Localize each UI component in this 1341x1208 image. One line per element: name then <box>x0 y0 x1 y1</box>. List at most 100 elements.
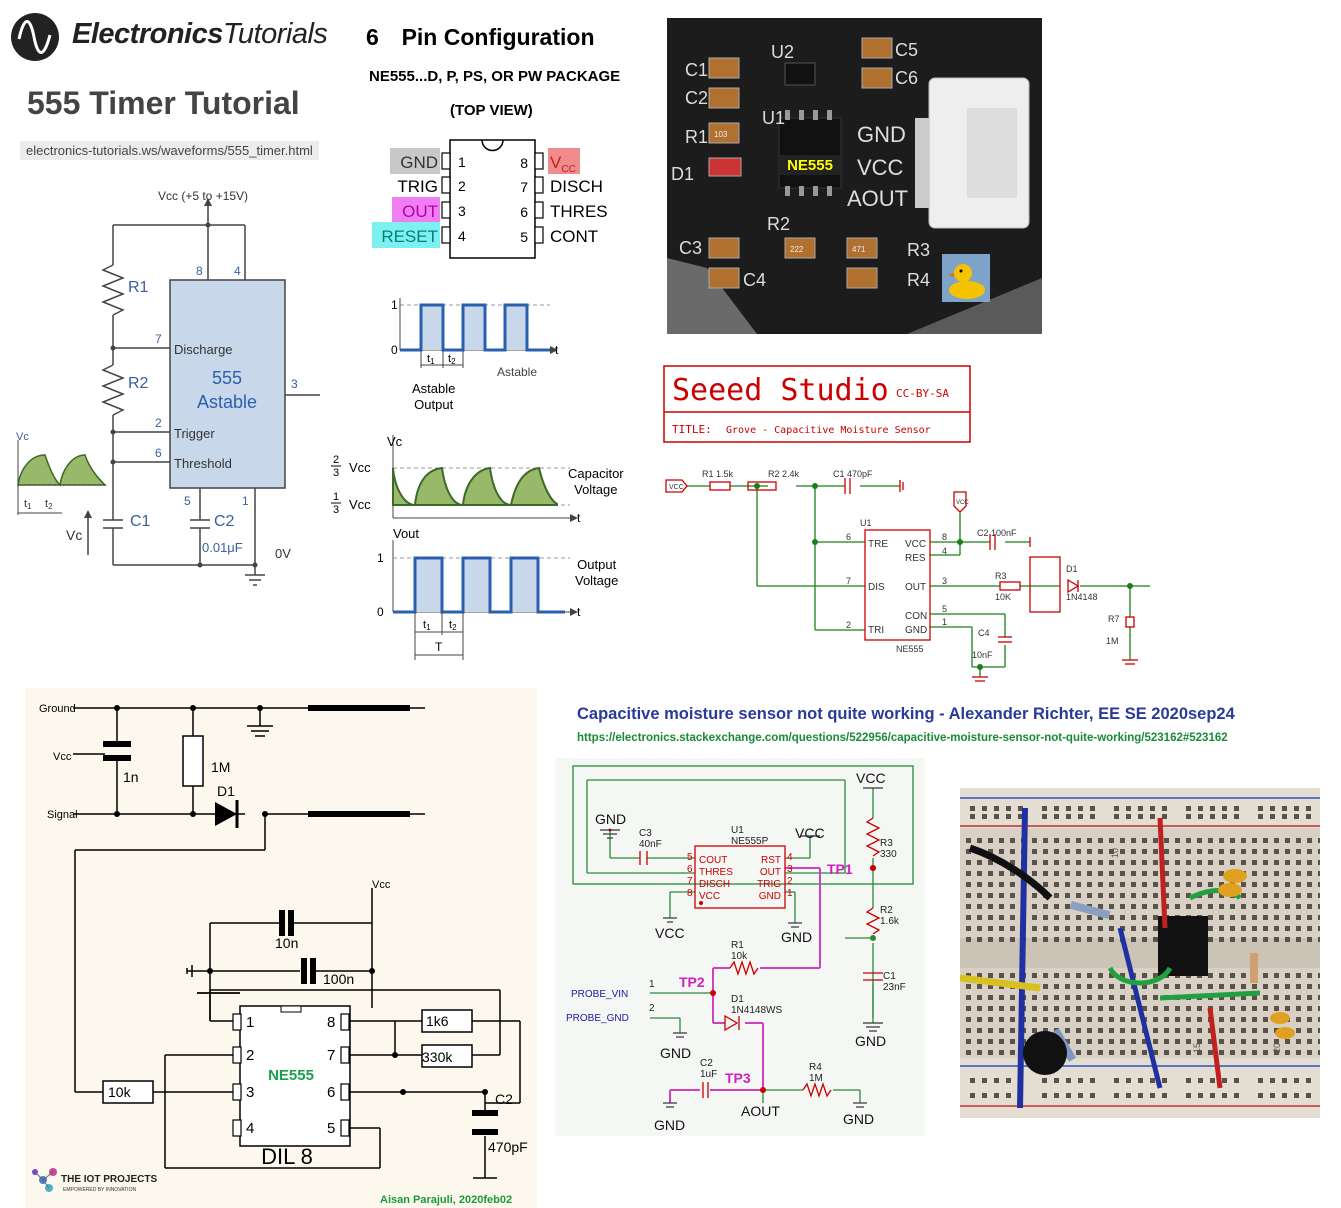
pin-3: 3 <box>291 377 298 391</box>
svg-text:t2: t2 <box>449 619 457 632</box>
stackexchange-url[interactable]: https://electronics.stackexchange.com/qu… <box>577 732 1228 744</box>
t1-sub: 1 <box>27 502 32 511</box>
pinout-diagram: GND TRIG OUT RESET 1 2 3 4 8 7 6 5 VCC D… <box>372 139 608 259</box>
astable-t2: t <box>448 353 451 365</box>
se-pin-cout: COUT <box>699 855 727 866</box>
label-aout: AOUT <box>847 186 908 211</box>
astable-t2-sub: 2 <box>451 357 456 366</box>
iot-pin-2: 2 <box>246 1047 254 1064</box>
se-c2: C2 <box>700 1058 713 1069</box>
output-pulse-train <box>393 556 565 614</box>
iot-ne555-chip <box>239 1005 351 1147</box>
trigger-label: Trigger <box>174 426 215 441</box>
t2-sub: 2 <box>48 502 53 511</box>
two-thirds-den: 3 <box>333 467 339 479</box>
pin-vcc-highlight <box>548 148 580 174</box>
seeed-c1: C1 470pF <box>833 469 873 479</box>
source-url[interactable]: electronics-tutorials.ws/waveforms/555_t… <box>20 141 319 160</box>
iot-r-1k6: 1k6 <box>426 1013 449 1029</box>
iot-tagline: EMPOWERED BY INNOVATION <box>63 1187 136 1193</box>
seeed-license: CC-BY-SA <box>896 387 949 400</box>
se-tp3: TP3 <box>725 1070 751 1086</box>
se-r1: R1 <box>731 940 744 951</box>
seeed-brand: Seeed Studio <box>672 373 889 408</box>
capacitor-voltage-curve <box>392 466 558 507</box>
period-label: T <box>435 640 443 654</box>
iot-d1: D1 <box>217 783 235 799</box>
iot-projects-logo-icon <box>32 1168 57 1192</box>
discharge-label: Discharge <box>174 342 233 357</box>
chip-mode: Astable <box>197 392 257 412</box>
seeed-u1: U1 <box>860 518 872 528</box>
svg-text:t1: t1 <box>24 498 32 511</box>
logo-light: Tutorials <box>222 18 328 50</box>
breadboard-photo: 10 15 20 <box>960 788 1320 1118</box>
se-p1: 1 <box>649 979 655 990</box>
seeed-gnd: GND <box>905 625 927 636</box>
se-aout: AOUT <box>741 1103 780 1119</box>
astable-t1-sub: 1 <box>430 357 435 366</box>
bb-col-10: 10 <box>1110 848 1120 858</box>
iot-vcc-2: Vcc <box>372 879 391 891</box>
chip-label: NE555 <box>787 157 833 174</box>
bb-col-15: 15 <box>1192 1043 1202 1053</box>
pin-name-vcc: V <box>550 153 562 172</box>
c2-label: C2 <box>214 513 235 530</box>
seeed-r3-value: 10K <box>995 592 1011 602</box>
seeed-pin-6: 6 <box>846 532 851 542</box>
iot-vcc: Vcc <box>53 751 72 763</box>
pin-num-6: 6 <box>520 204 528 220</box>
pin-name-out: OUT <box>402 202 438 221</box>
label-u1: U1 <box>762 108 785 128</box>
pin-8: 8 <box>196 264 203 278</box>
pinconfig-heading-text: Pin Configuration <box>401 24 595 50</box>
se-c3: C3 <box>639 828 652 839</box>
seeed-pin-3: 3 <box>942 576 947 586</box>
se-ne555p-chip <box>694 845 786 909</box>
se-pin-vcc: VCC <box>699 891 720 902</box>
one-third-num: 1 <box>333 491 339 503</box>
label-u2: U2 <box>771 42 794 62</box>
se-r4-value: 1M <box>809 1073 823 1084</box>
se-c2-value: 1uF <box>700 1069 717 1080</box>
capacitor-voltage-label: Capacitor Voltage <box>568 466 624 497</box>
output-t1-sub: 1 <box>426 623 431 632</box>
logo-text: ElectronicsTutorials <box>72 18 328 51</box>
se-pin-thres: THRES <box>699 867 733 878</box>
seeed-vcc-flag: VCC <box>669 484 684 491</box>
se-r2: R2 <box>880 905 893 916</box>
two-thirds-num: 2 <box>333 454 339 466</box>
seeed-pin-4: 4 <box>942 546 947 556</box>
pin-out-highlight <box>392 197 440 223</box>
iot-r-10k: 10k <box>108 1084 132 1100</box>
zero-volt-label: 0V <box>275 546 291 561</box>
breadboard-holes <box>966 806 1320 1098</box>
iot-ground: Ground <box>39 703 76 715</box>
seeed-part: NE555 <box>896 644 924 654</box>
pin-num-8: 8 <box>520 155 528 171</box>
output-level-zero: 0 <box>377 605 384 619</box>
output-t-axis: t <box>577 605 581 619</box>
vout-axis-label: Vout <box>393 526 419 541</box>
se-pin-num-5: 5 <box>687 852 693 863</box>
pinconfig-heading: 6 Pin Configuration <box>366 24 595 51</box>
svg-text:3: 3 <box>333 467 339 479</box>
se-pin-num-2: 2 <box>787 876 793 887</box>
se-tp1: TP1 <box>827 861 853 877</box>
seeed-r3: R3 <box>995 571 1007 581</box>
c2-value: 0.01μF <box>202 540 243 555</box>
pin-name-reset: RESET <box>381 227 438 246</box>
pin-6: 6 <box>155 446 162 460</box>
code-471: 471 <box>852 245 866 254</box>
label-c1: C1 <box>685 60 708 80</box>
svg-text:t1: t1 <box>423 619 431 632</box>
seeed-vcc-flag-2: VCC <box>956 500 969 506</box>
pin-reset-highlight <box>372 222 440 248</box>
pin-4: 4 <box>234 264 241 278</box>
iot-chip-label: NE555 <box>268 1067 314 1084</box>
se-gnd-3: GND <box>855 1033 886 1049</box>
seeed-c4: C4 <box>978 628 990 638</box>
astable-schematic: Vcc (+5 to +15V) R1 R2 C1 C2 0.01μF 555 … <box>16 189 320 586</box>
iot-pin-7: 7 <box>327 1047 335 1064</box>
r2-label: R2 <box>128 375 149 392</box>
